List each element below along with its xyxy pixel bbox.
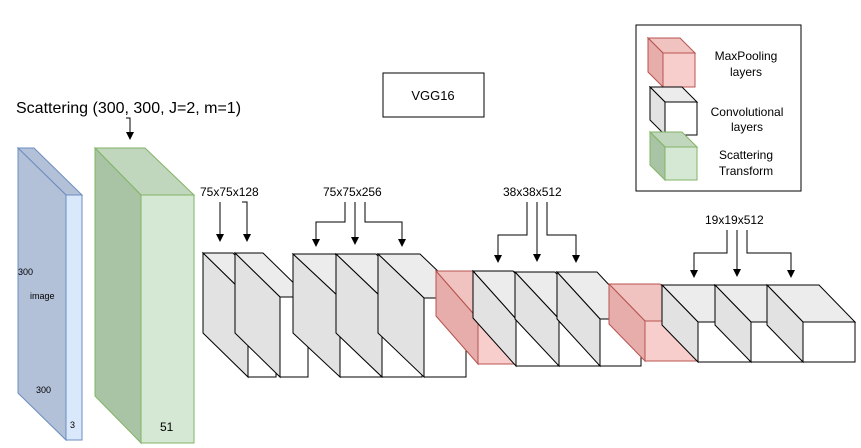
input-height-label: 300 bbox=[18, 267, 33, 277]
conv-layer bbox=[765, 283, 857, 364]
legend-scattering-swatch bbox=[648, 130, 699, 182]
legend-scattering-line2: Transform bbox=[719, 164, 773, 178]
stage-3-arrow-c bbox=[546, 202, 580, 263]
input-image-block: 300 image 300 3 bbox=[16, 146, 84, 442]
input-depth-label: 3 bbox=[70, 420, 75, 430]
legend-maxpool-swatch bbox=[646, 36, 697, 89]
stage-4-arrow-c bbox=[746, 230, 795, 278]
title-box: VGG16 bbox=[382, 72, 485, 118]
input-name-label: image bbox=[30, 291, 55, 301]
scattering-depth-label: 51 bbox=[160, 420, 174, 434]
stage-1-arrow-b bbox=[242, 201, 251, 242]
input-width-label: 300 bbox=[36, 385, 51, 395]
scattering-caption-arrow bbox=[126, 117, 134, 140]
title-label: VGG16 bbox=[411, 88, 454, 103]
legend-maxpool-line1: MaxPooling bbox=[715, 49, 778, 63]
legend-conv-line1: Convolutional bbox=[711, 105, 784, 119]
stage-label-2: 75x75x256 bbox=[323, 185, 382, 199]
stage-4-arrow-a bbox=[690, 230, 728, 278]
stage-label-3: 38x38x512 bbox=[503, 185, 562, 199]
legend: MaxPooling layers Convolutional layers S… bbox=[635, 24, 802, 192]
legend-conv-line2: layers bbox=[731, 120, 763, 134]
scattering-caption: Scattering (300, 300, J=2, m=1) bbox=[16, 100, 241, 117]
stage-2-arrow-c bbox=[364, 202, 406, 247]
stage-3-arrow-a bbox=[494, 202, 528, 263]
legend-maxpool-line2: layers bbox=[730, 65, 762, 79]
stage-2-arrow-a bbox=[312, 202, 346, 247]
stage-label-1: 75x75x128 bbox=[200, 185, 259, 199]
legend-scattering-line1: Scattering bbox=[719, 148, 773, 162]
scattering-transform-block: 51 bbox=[93, 146, 196, 445]
stage-label-4: 19x19x512 bbox=[705, 213, 764, 227]
